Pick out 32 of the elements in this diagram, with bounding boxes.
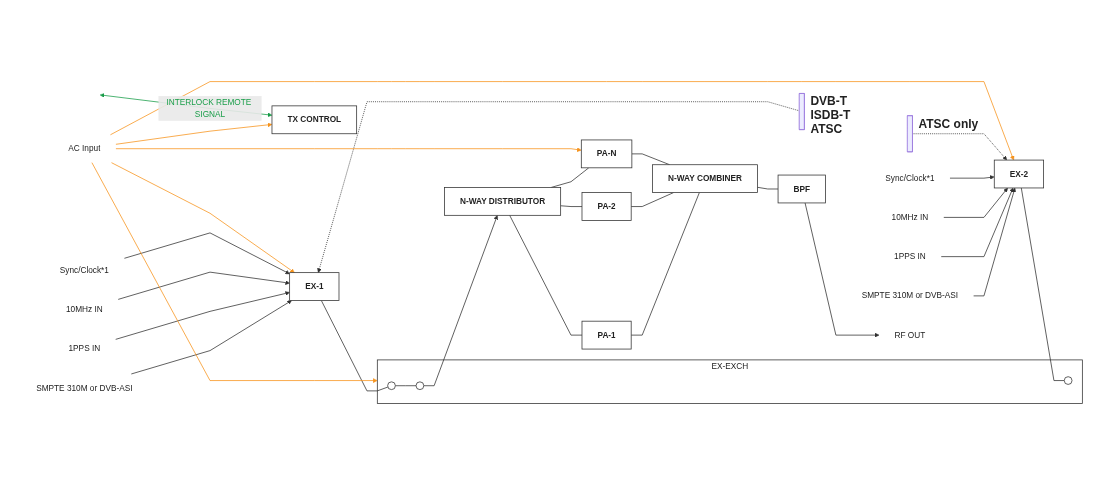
- node-text: SMPTE 310M or DVB-ASI: [36, 383, 133, 393]
- node-text: Sync/Clock*1: [885, 173, 935, 183]
- node-text: RF OUT: [894, 330, 926, 340]
- connector: [630, 192, 700, 336]
- node-text: 1PPS IN: [894, 251, 926, 261]
- node-text: 10MHz IN: [891, 212, 929, 222]
- node-box: PA-1: [581, 320, 632, 350]
- node-box: PA-N: [580, 139, 633, 169]
- connector: [509, 214, 583, 336]
- node-box: BPF: [777, 174, 826, 204]
- node-circle: [387, 381, 396, 390]
- node-box: N-WAY COMBINER: [652, 164, 758, 193]
- node-text: 1PPS IN: [68, 344, 101, 353]
- node-text: AC Input: [68, 144, 101, 153]
- node-text: 10MHz IN: [65, 304, 103, 314]
- node-circle: [415, 381, 425, 390]
- cluster: EX-EXCH: [376, 359, 1083, 404]
- connector: [560, 205, 583, 207]
- node-circle: [1063, 376, 1073, 385]
- connector: [1020, 187, 1065, 381]
- node-text: Sync/Clock*1: [59, 265, 109, 275]
- connector: [630, 192, 674, 207]
- node-box: EX-2: [993, 159, 1044, 189]
- connector: [757, 186, 779, 190]
- connector: [320, 300, 389, 392]
- node-text: SMPTE 310M or DVB-ASI: [861, 291, 959, 301]
- node-box: TX CONTROL: [271, 105, 358, 135]
- node-box: EX-1: [289, 272, 340, 301]
- edge-label: INTERLOCK REMOTE SIGNAL: [166, 97, 252, 119]
- node-box: N-WAY DISTRIBUTOR: [444, 187, 562, 216]
- node-box: PA-2: [581, 192, 632, 221]
- connector: [395, 385, 417, 387]
